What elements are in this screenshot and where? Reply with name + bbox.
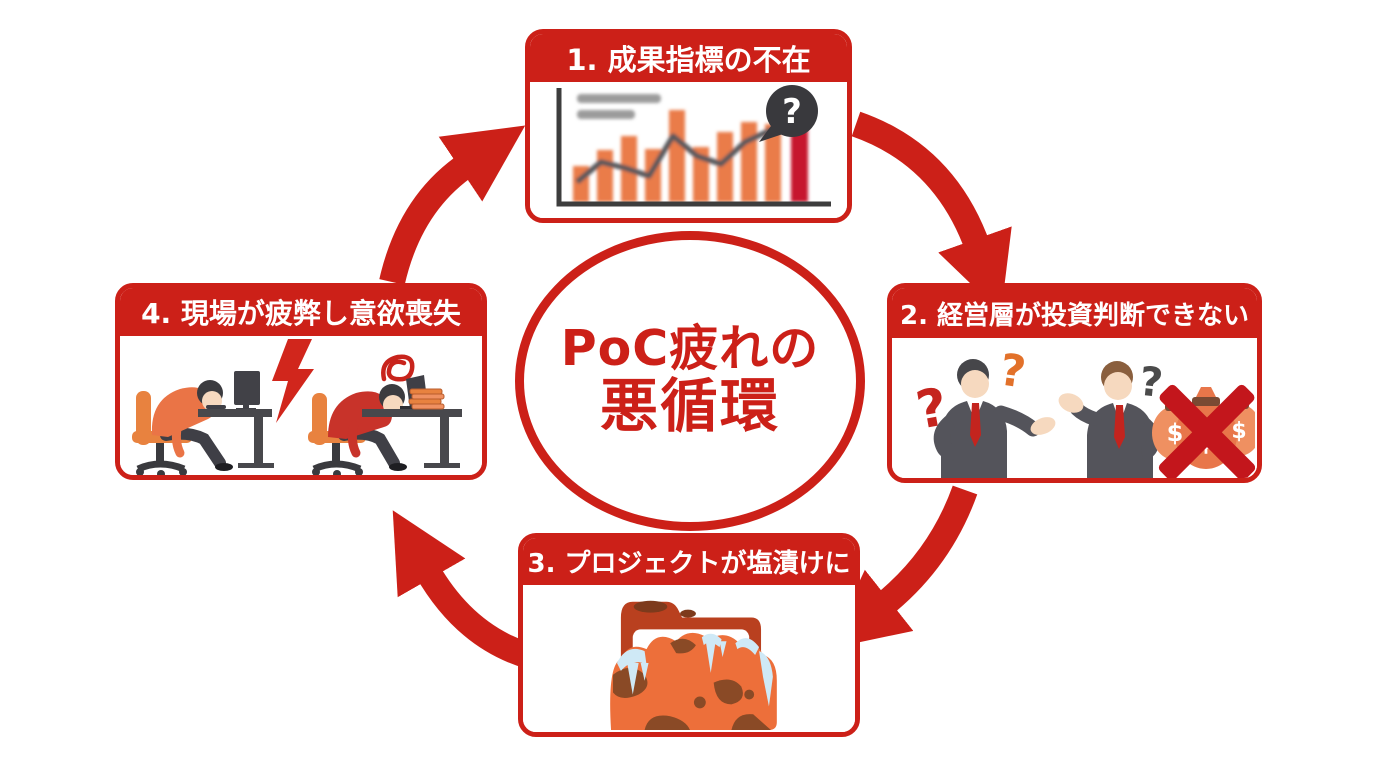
svg-text:$: $ — [1231, 419, 1246, 444]
step-box-3: 3. プロジェクトが塩漬けに — [518, 533, 860, 737]
businessman-2 — [1058, 361, 1159, 478]
step-4-illustration — [120, 336, 482, 475]
svg-text:$: $ — [1166, 419, 1183, 447]
center-title-line1: PoC疲れの — [560, 320, 820, 378]
rust-patches — [613, 638, 771, 730]
step-3-title: 3. プロジェクトが塩漬けに — [523, 538, 855, 585]
worker-2-head-on-desk — [308, 383, 407, 475]
blurred-chart-content — [572, 94, 808, 202]
step-2-illustration: ? ? ? — [892, 338, 1257, 478]
step-2-title: 2. 経営層が投資判断できない — [892, 288, 1257, 338]
red-x-icon — [1158, 384, 1255, 478]
book-stack — [408, 388, 445, 409]
step-3-illustration — [523, 585, 855, 732]
executives-icon: ? ? ? — [911, 344, 1255, 478]
cycle-arrow-step4-to-step1 — [379, 125, 526, 286]
ice-patches — [616, 633, 773, 706]
bar-chart-icon: ? — [556, 85, 831, 207]
step-1-illustration: ? — [530, 82, 847, 218]
frozen-folder-icon — [610, 600, 777, 730]
step-4-title: 4. 現場が疲弊し意欲喪失 — [120, 288, 482, 336]
cycle-arrow-step2-to-step3 — [828, 485, 978, 649]
cycle-center-circle: PoC疲れの 悪循環 — [515, 231, 865, 531]
lightning-icon — [272, 338, 314, 423]
orange-question-icon: ? — [996, 344, 1028, 398]
step-box-1: 1. 成果指標の不在 — [525, 29, 852, 223]
frustration-scribble-icon — [381, 354, 415, 382]
desk-1 — [198, 370, 274, 468]
businessman-1 — [933, 359, 1055, 478]
question-bubble-icon: ? — [758, 85, 818, 142]
svg-text:?: ? — [782, 92, 802, 132]
exhausted-workers-icon — [132, 338, 462, 475]
center-title-line2: 悪循環 — [599, 371, 780, 440]
step-box-2: 2. 経営層が投資判断できない ? ? ? — [887, 283, 1262, 483]
desk-2 — [362, 374, 462, 468]
worker-1-slumped — [132, 379, 233, 475]
chart-axes — [556, 88, 831, 207]
cycle-arrow-step1-to-step2 — [851, 111, 1012, 313]
step-1-title: 1. 成果指標の不在 — [530, 34, 847, 82]
step-box-4: 4. 現場が疲弊し意欲喪失 — [115, 283, 487, 480]
money-bags-crossed-icon: $ $ $ — [1151, 384, 1255, 478]
